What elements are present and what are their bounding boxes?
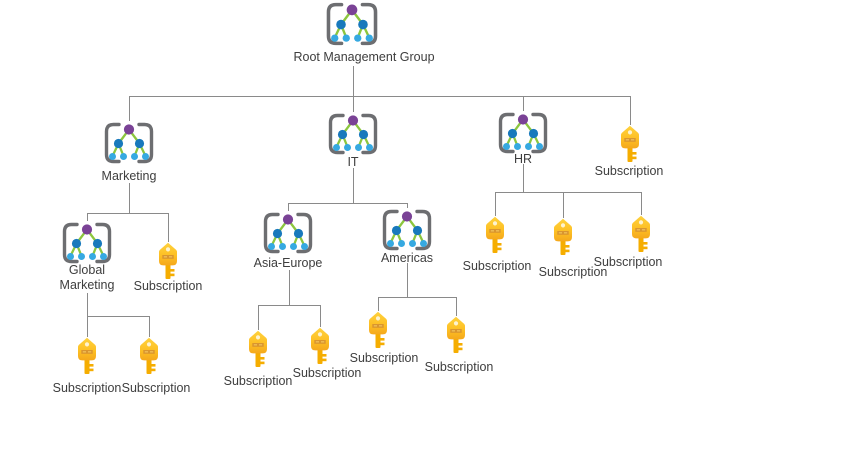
node-subscription-hr-3: Subscription: [594, 215, 662, 269]
node-label: Marketing: [101, 169, 157, 183]
connector-sub-gm1: [87, 316, 88, 337]
node-subscription-gm-2: Subscription: [122, 337, 190, 395]
node-subscription-hr-1: Subscription: [463, 216, 531, 273]
connector-ae-bar: [258, 305, 320, 306]
node-subscription-am-2: Subscription: [425, 316, 493, 374]
connector-hr-bar: [495, 192, 641, 193]
connector-gm-top: [87, 213, 88, 221]
connector-sub-gm2: [149, 316, 150, 337]
connector-sub-ae1: [258, 305, 259, 330]
node-hr: HR: [496, 111, 550, 166]
subscription-key-icon: [246, 330, 270, 368]
node-subscription-ae-1: Subscription: [224, 330, 292, 388]
management-group-icon: [326, 112, 380, 156]
node-root-management-group: Root Management Group: [293, 1, 435, 64]
node-marketing: Marketing: [102, 121, 156, 183]
node-label: Subscription: [121, 381, 191, 395]
subscription-key-icon: [308, 327, 332, 365]
connector-am-bar: [378, 297, 456, 298]
node-label: Subscription: [292, 366, 362, 380]
node-subscription-marketing: Subscription: [134, 242, 202, 293]
node-subscription-am-1: Subscription: [350, 311, 418, 365]
connector-am-down: [407, 263, 408, 297]
subscription-key-icon: [444, 316, 468, 354]
connector-top-bar: [129, 96, 630, 97]
connector-ae-down: [289, 270, 290, 305]
node-subscription-gm-1: Subscription: [53, 337, 121, 395]
connector-hr-top: [523, 96, 524, 111]
subscription-key-icon: [75, 337, 99, 375]
node-label: HR: [513, 152, 533, 166]
management-group-icon: [60, 221, 114, 265]
node-label: Global Marketing: [59, 263, 115, 292]
management-group-icon: [102, 121, 156, 165]
connector-sub-root: [630, 96, 631, 125]
connector-marketing-bar: [87, 213, 168, 214]
subscription-key-icon: [551, 218, 575, 256]
node-global-marketing: Global Marketing: [60, 221, 114, 292]
management-group-icon: [380, 208, 434, 252]
node-label: Americas: [380, 251, 434, 265]
node-label: Subscription: [133, 279, 203, 293]
node-label: Subscription: [223, 374, 293, 388]
connector-sub-am1: [378, 297, 379, 311]
node-label: Subscription: [52, 381, 122, 395]
node-label: Subscription: [462, 259, 532, 273]
node-americas: Americas: [380, 208, 434, 265]
subscription-key-icon: [618, 125, 642, 163]
management-group-icon: [496, 111, 550, 155]
connector-it-down: [353, 168, 354, 203]
connector-marketing-down: [129, 183, 130, 213]
node-label: Subscription: [424, 360, 494, 374]
connector-it-bar: [288, 203, 407, 204]
connector-marketing-top: [129, 96, 130, 121]
node-label: Root Management Group: [293, 50, 435, 64]
node-label: Subscription: [349, 351, 419, 365]
node-subscription-hr-2: Subscription: [539, 218, 607, 279]
subscription-key-icon: [137, 337, 161, 375]
node-label: Subscription: [593, 255, 663, 269]
subscription-key-icon: [629, 215, 653, 253]
node-label: Subscription: [538, 265, 608, 279]
node-label: Asia-Europe: [253, 256, 323, 270]
node-asia-europe: Asia-Europe: [254, 211, 322, 270]
connector-gm-down: [87, 293, 88, 316]
connector-ae-top: [288, 203, 289, 211]
connector-am-top: [407, 203, 408, 208]
connector-sub-hr2: [563, 192, 564, 218]
connector-root-down: [353, 66, 354, 112]
subscription-key-icon: [366, 311, 390, 349]
management-group-icon: [323, 1, 381, 47]
connector-sub-am2: [456, 297, 457, 316]
node-label: IT: [347, 155, 359, 169]
management-group-icon: [261, 211, 315, 255]
connector-hr-down: [523, 164, 524, 192]
node-label: Subscription: [594, 164, 664, 178]
connector-sub-hr3: [641, 192, 642, 215]
node-subscription-ae-2: Subscription: [293, 327, 361, 380]
connector-sub-marketing: [168, 213, 169, 242]
node-subscription-root: Subscription: [595, 125, 663, 178]
connector-sub-ae2: [320, 305, 321, 327]
node-it: IT: [326, 112, 380, 169]
subscription-key-icon: [156, 242, 180, 280]
connector-sub-hr1: [495, 192, 496, 216]
connector-gm-bar: [87, 316, 149, 317]
subscription-key-icon: [483, 216, 507, 254]
